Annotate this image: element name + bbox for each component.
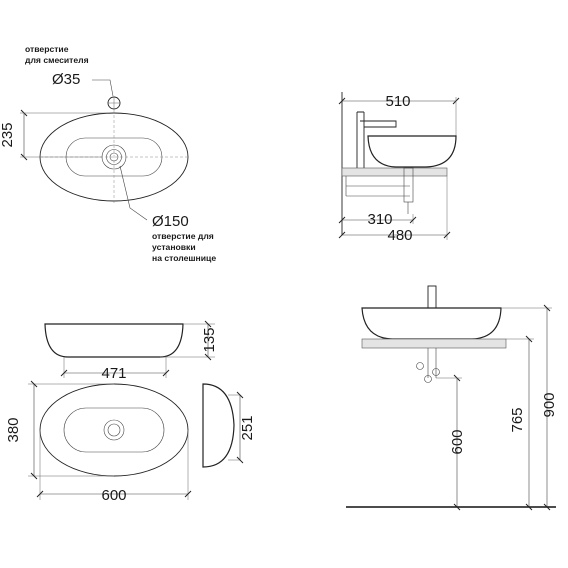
drain-height-600: 600 bbox=[449, 429, 466, 454]
mixer-hole-note-line2: для смесителя bbox=[25, 55, 89, 65]
height-dim-135: 135 bbox=[201, 327, 218, 352]
top-height-900: 900 bbox=[541, 392, 558, 417]
base-dim-480: 480 bbox=[387, 227, 412, 244]
side-view-top: 510 310 480 bbox=[338, 92, 460, 244]
width-dim-600: 600 bbox=[101, 487, 126, 504]
front-bowl bbox=[44, 323, 184, 358]
depth-dim-235: 235 bbox=[0, 122, 16, 147]
side-bowl bbox=[367, 135, 457, 168]
large-basin-inner bbox=[63, 407, 165, 453]
overall-width-510: 510 bbox=[385, 93, 410, 110]
end-bowl bbox=[202, 383, 235, 468]
drain-dim: Ø150 bbox=[152, 213, 189, 230]
front-view: 135 471 bbox=[44, 320, 218, 382]
end-view: 251 bbox=[202, 383, 256, 468]
install-view: 600 765 900 bbox=[346, 285, 558, 511]
drain-note-line2: установки bbox=[152, 242, 196, 252]
top-view-small: отверстие для смесителя Ø35 235 Ø150 отв… bbox=[0, 44, 216, 263]
inner-dim-310: 310 bbox=[367, 211, 392, 228]
mixer-hole-note-line1: отверстие bbox=[25, 44, 69, 54]
depth-dim-380: 380 bbox=[5, 417, 22, 442]
drain-note-line1: отверстие для bbox=[152, 231, 214, 241]
install-bowl bbox=[361, 307, 502, 340]
counter-height-765: 765 bbox=[509, 407, 526, 432]
mixer-hole-dim: Ø35 bbox=[52, 71, 80, 88]
drain-note-line3: на столешнице bbox=[152, 253, 216, 263]
top-view-large: 380 600 bbox=[5, 380, 192, 504]
inner-depth-251: 251 bbox=[239, 415, 256, 440]
bottom-width-471: 471 bbox=[101, 365, 126, 382]
large-basin-outline bbox=[39, 383, 189, 477]
